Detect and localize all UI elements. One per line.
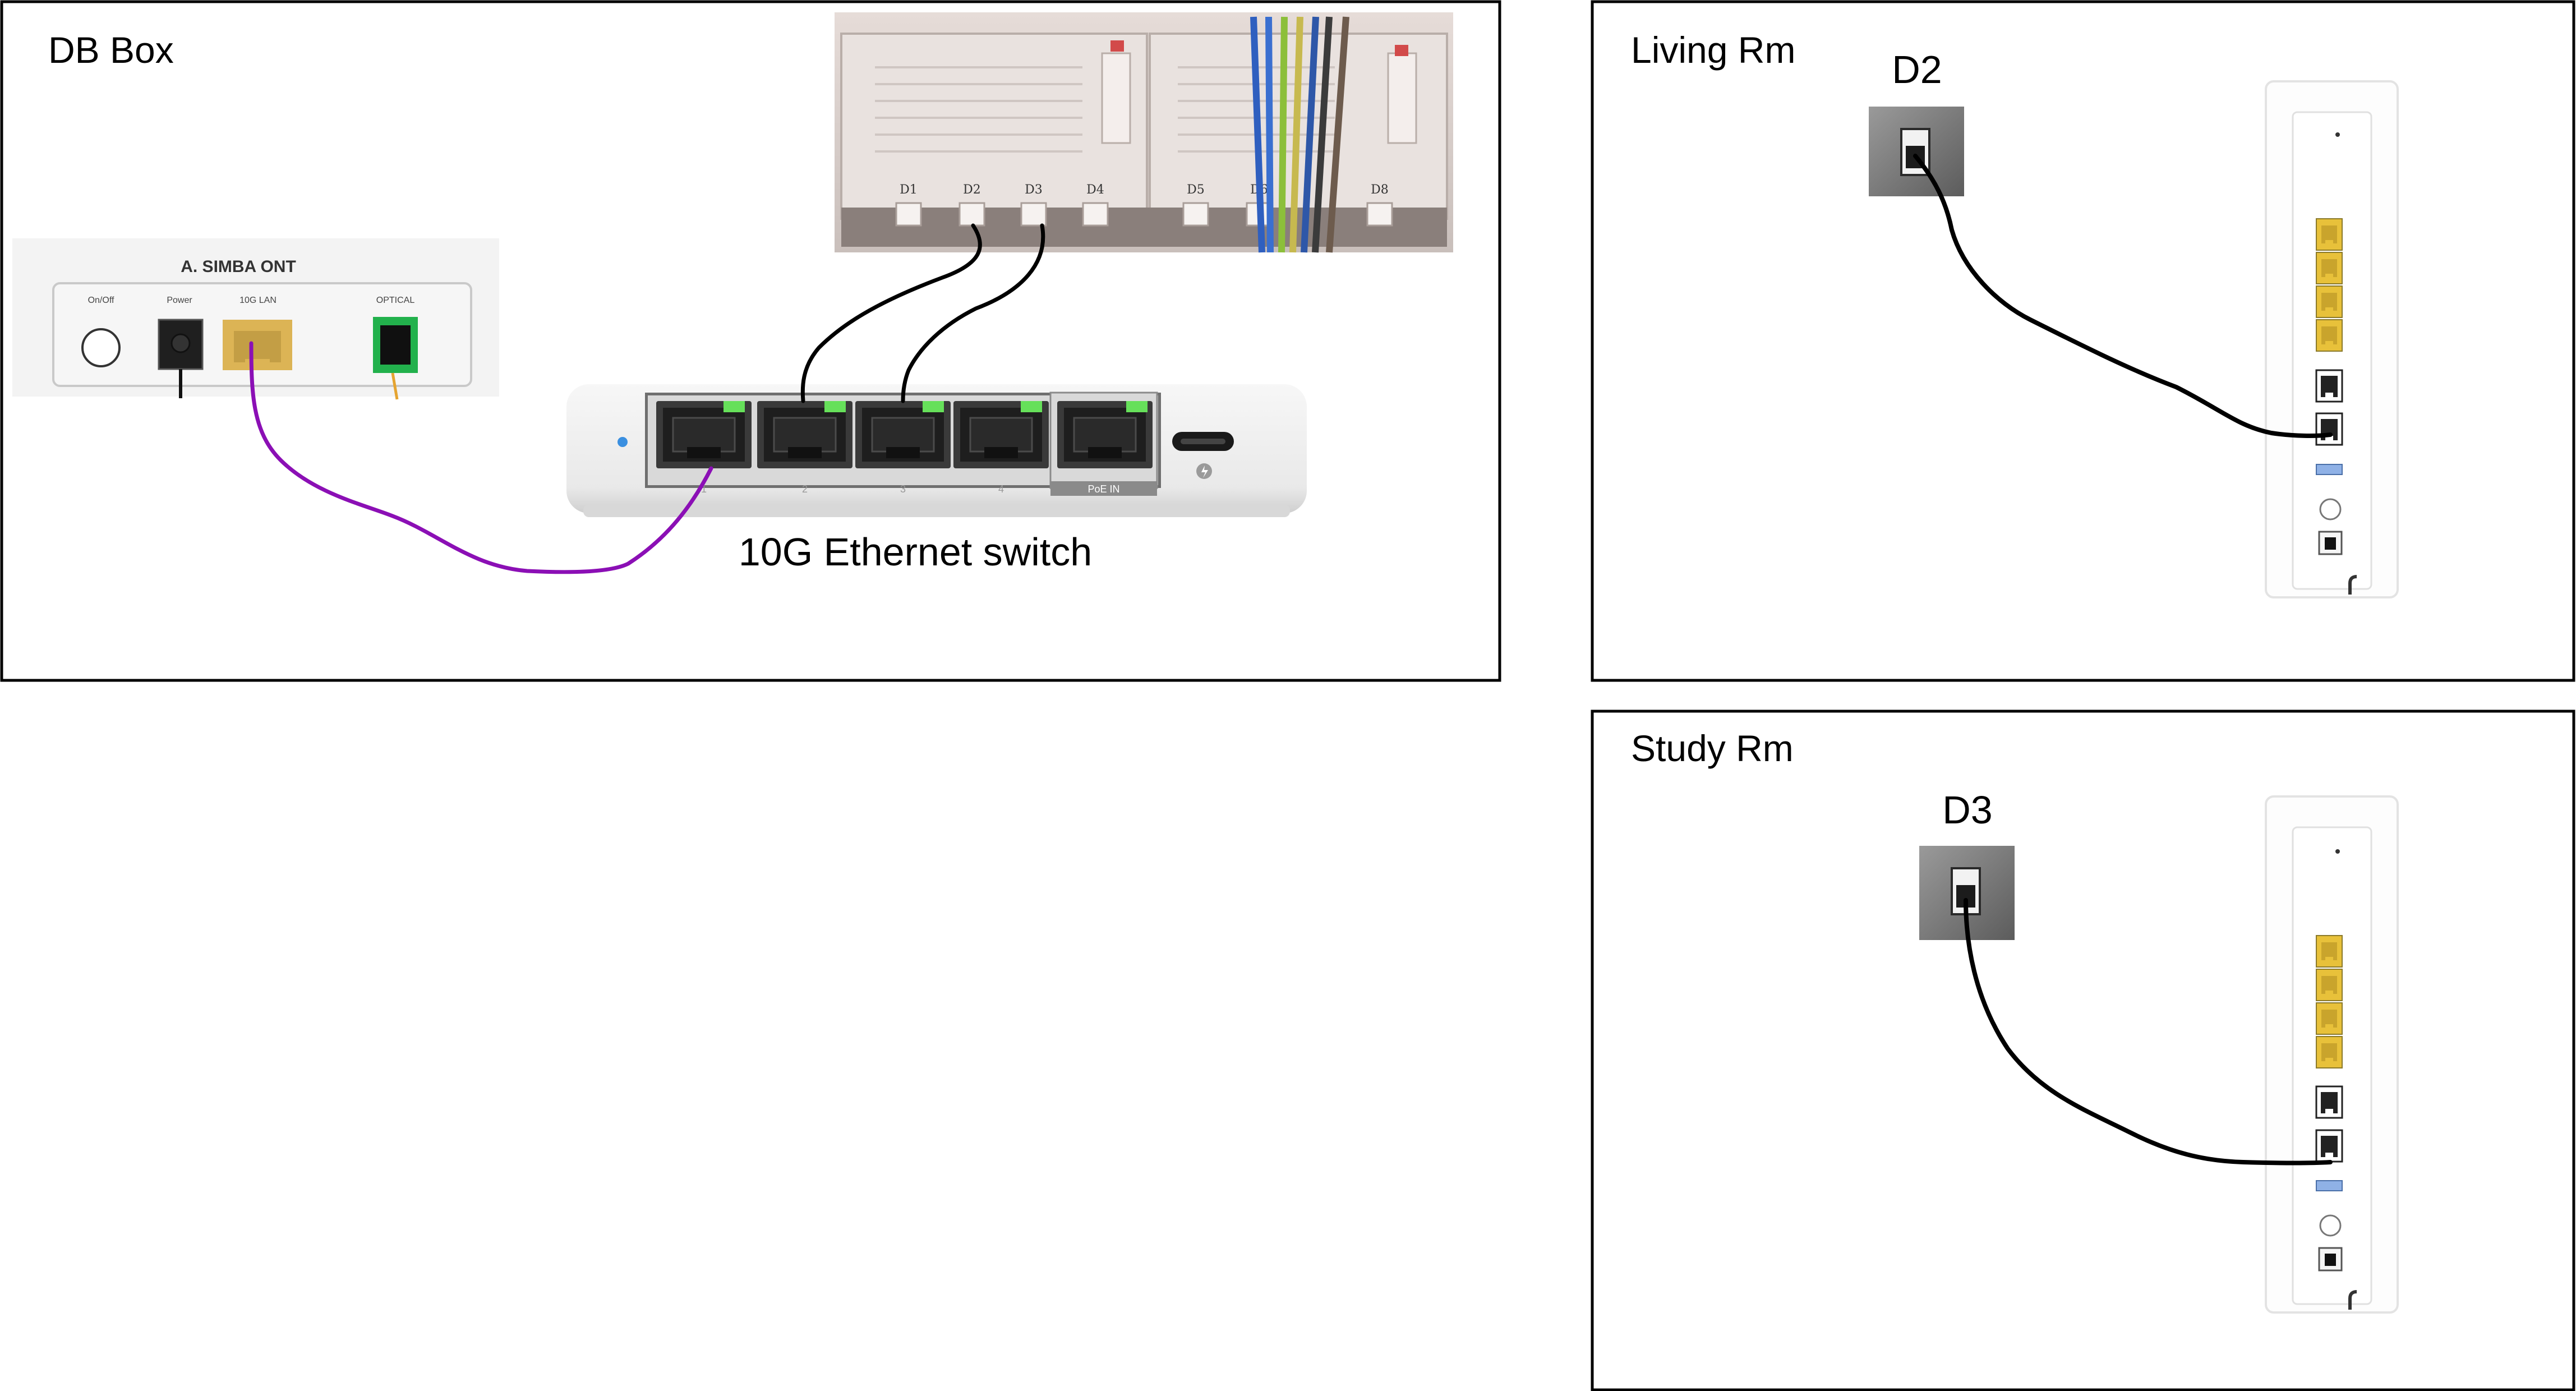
ethernet-switch: PoE IN 1 2 3 4 bbox=[566, 384, 1307, 517]
ont-optical-port bbox=[373, 317, 418, 373]
study-room-panel bbox=[1591, 710, 2575, 1391]
ont-onoff-label: On/Off bbox=[88, 296, 114, 305]
ont-power-port bbox=[158, 319, 204, 370]
living-room-router-power-port bbox=[2318, 531, 2343, 555]
switch-port-1-number: 1 bbox=[701, 483, 707, 495]
ont-power-label: Power bbox=[167, 296, 192, 305]
switch-port-1-led bbox=[724, 401, 745, 412]
switch-port-3-number: 3 bbox=[900, 483, 906, 495]
living-room-cable bbox=[1913, 154, 2333, 438]
switch-usbc-port bbox=[1172, 432, 1234, 451]
switch-caption: 10G Ethernet switch bbox=[739, 530, 1092, 574]
db-box-title: DB Box bbox=[48, 29, 174, 71]
switch-port-1 bbox=[655, 400, 753, 469]
switch-port-4-number: 4 bbox=[998, 483, 1004, 495]
ont-heading: A. SIMBA ONT bbox=[181, 257, 296, 276]
living-room-panel bbox=[1591, 0, 2575, 682]
study-room-router-button bbox=[2319, 1214, 2342, 1237]
living-room-router bbox=[2265, 80, 2399, 598]
study-room-router-usb-port bbox=[2316, 1180, 2343, 1191]
living-room-router-port-a bbox=[2315, 369, 2343, 403]
switch-port-3 bbox=[854, 400, 952, 469]
study-room-cable bbox=[1964, 898, 2333, 1166]
patch-port-d2-label: D2 bbox=[963, 183, 981, 197]
ont-10g-lan-label: 10G LAN bbox=[239, 296, 277, 305]
study-room-router-port-a bbox=[2315, 1085, 2343, 1119]
patch-d3-to-switch-cable bbox=[901, 223, 1045, 403]
ont-optical-label: OPTICAL bbox=[376, 296, 415, 305]
patch-port-d4-label: D4 bbox=[1086, 183, 1104, 197]
switch-port-2-led bbox=[824, 401, 846, 412]
ont-onoff-button bbox=[81, 328, 121, 367]
living-room-router-wan-port bbox=[2315, 412, 2343, 446]
switch-port-poe-in: PoE IN bbox=[1049, 391, 1158, 496]
patch-port-d3-label: D3 bbox=[1025, 183, 1043, 197]
patch-d2-to-switch-cable bbox=[800, 223, 982, 403]
study-room-router bbox=[2265, 795, 2399, 1314]
patch-port-d8-label: D8 bbox=[1371, 183, 1389, 197]
study-room-router-power-port bbox=[2318, 1247, 2343, 1272]
switch-poe-label: PoE IN bbox=[1087, 483, 1119, 495]
living-room-router-usb-port bbox=[2316, 464, 2343, 475]
study-room-wall-socket-label: D3 bbox=[1942, 788, 1992, 832]
study-room-title: Study Rm bbox=[1631, 727, 1794, 769]
ont-to-switch-cable bbox=[249, 341, 713, 574]
ont-10g-lan-port bbox=[223, 320, 292, 370]
switch-port-4-led bbox=[1021, 401, 1042, 412]
switch-power-icon bbox=[1196, 463, 1212, 479]
switch-status-led bbox=[617, 437, 628, 447]
switch-port-4 bbox=[952, 400, 1050, 469]
study-room-wall-socket bbox=[1919, 846, 2015, 940]
patch-port-d1-label: D1 bbox=[900, 183, 918, 197]
switch-port-2-number: 2 bbox=[802, 483, 808, 495]
patch-port-d5-label: D5 bbox=[1187, 183, 1205, 197]
living-room-router-button bbox=[2319, 498, 2342, 521]
living-room-wall-socket-label: D2 bbox=[1892, 48, 1942, 91]
simba-ont: A. SIMBA ONT On/Off Power 10G LAN OPTICA… bbox=[12, 238, 499, 400]
switch-port-2 bbox=[756, 400, 854, 469]
living-room-title: Living Rm bbox=[1631, 29, 1795, 71]
patch-panel: D1 D2 D3 D4 D5 D6 D8 bbox=[835, 12, 1453, 253]
living-room-wall-socket bbox=[1869, 107, 1964, 196]
switch-port-3-led bbox=[923, 401, 944, 412]
study-room-router-wan-port bbox=[2315, 1129, 2343, 1163]
